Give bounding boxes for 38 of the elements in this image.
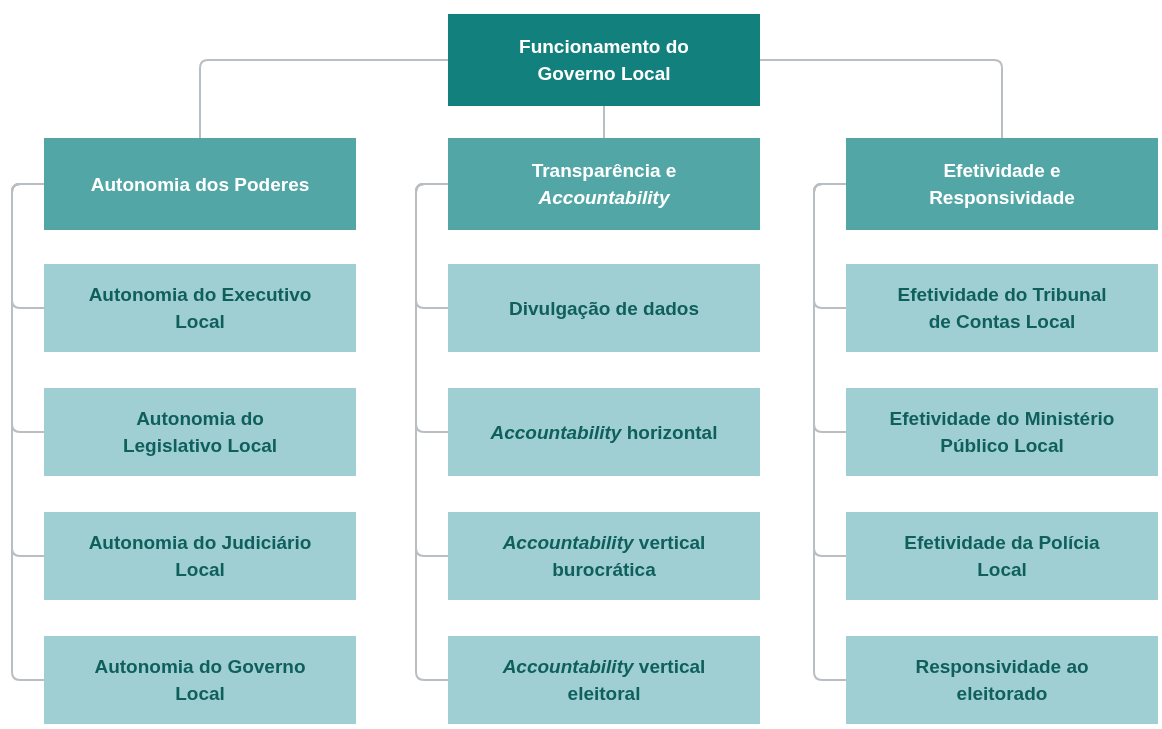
connector-line — [603, 105, 605, 139]
connector-line — [759, 59, 1003, 139]
box-label: Funcionamento do Governo Local — [518, 35, 690, 86]
box-label: Autonomia do Legislativo Local — [121, 407, 279, 458]
category-box — [846, 388, 1158, 476]
connector-line — [11, 183, 45, 681]
category-box — [846, 264, 1158, 352]
category-box — [448, 388, 760, 476]
category-box — [448, 512, 760, 600]
box-label: Autonomia dos Poderes — [90, 172, 310, 197]
category-box — [44, 636, 356, 724]
category-box — [44, 138, 356, 230]
box-label: Efetividade e Responsividade — [928, 159, 1076, 210]
box-label: Transparência e Accountability — [530, 159, 678, 210]
box-label: Responsividade ao eleitorado — [914, 655, 1090, 706]
category-box — [448, 14, 760, 106]
box-label: Autonomia do Judiciário Local — [87, 531, 313, 582]
category-box — [846, 636, 1158, 724]
category-box — [448, 138, 760, 230]
box-label: Divulgação de dados — [508, 296, 699, 321]
box-label: Efetividade do Ministério Público Local — [888, 407, 1116, 458]
category-box — [44, 512, 356, 600]
box-label: Autonomia do Governo Local — [93, 655, 307, 706]
connector-line — [813, 183, 847, 681]
category-box — [448, 264, 760, 352]
category-box — [44, 388, 356, 476]
category-box — [44, 264, 356, 352]
box-label: Accountability horizontal — [490, 420, 718, 445]
connector-line — [199, 59, 449, 139]
box-label: Autonomia do Executivo Local — [87, 283, 313, 334]
category-box — [846, 138, 1158, 230]
connector-line — [415, 183, 449, 681]
box-label: Efetividade da Polícia Local — [903, 531, 1101, 582]
category-box — [448, 636, 760, 724]
box-label: Accountability vertical burocrática — [501, 531, 707, 582]
box-label: Accountability vertical eleitoral — [501, 655, 707, 706]
box-label: Efetividade do Tribunal de Contas Local — [896, 283, 1108, 334]
category-box — [846, 512, 1158, 600]
